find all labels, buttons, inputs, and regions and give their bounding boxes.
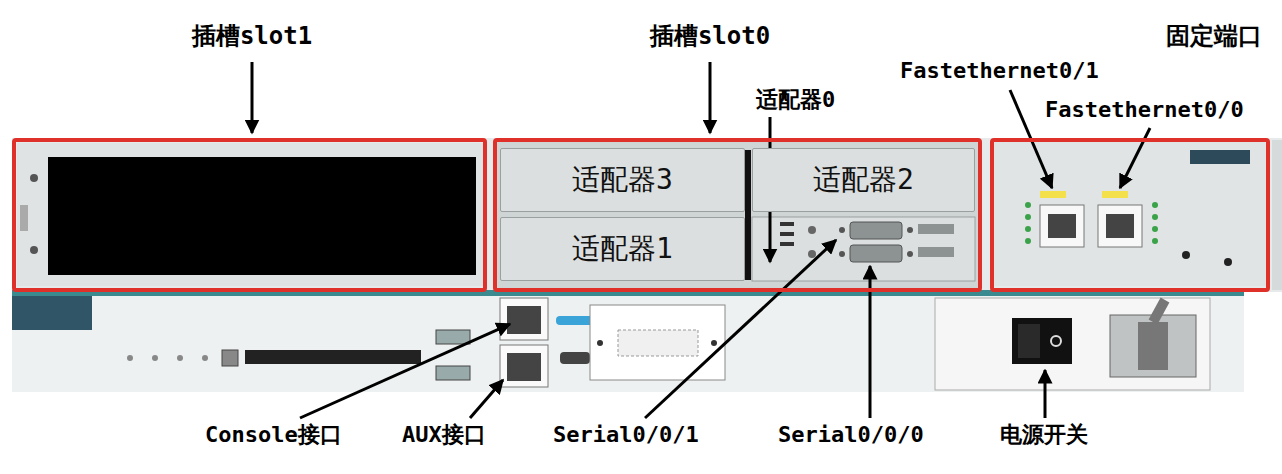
chassis-lower [245,350,421,364]
adapter-module: 适配器3 [500,148,745,212]
chassis-lower [1012,318,1072,364]
fixed-ethernet-ports [1152,238,1158,244]
chassis-lower [12,296,92,330]
chassis-lower [127,355,133,361]
leader-arrow [709,62,712,133]
port-label: Serial0/0/1 [553,421,699,449]
red-outline [990,138,1270,292]
fixed-ethernet-ports [1152,214,1158,220]
adapter0-serial-card [907,227,913,233]
chassis-lower [1110,315,1196,377]
slot1-panel [30,246,38,254]
fixed-ethernet-ports [1025,238,1031,244]
fixed-ethernet-ports [1040,191,1066,198]
leader-arrow [252,62,1150,418]
fixed-ethernet-ports [1190,150,1250,164]
adapter0-serial-card [752,217,975,281]
adapter-module: 适配器1 [500,217,745,281]
slot-heading: 固定端口 [1166,20,1262,52]
chassis-lower [177,355,183,361]
adapter0-serial-card [808,226,816,234]
adapter0-serial-card [850,245,902,262]
fixed-ethernet-ports [1098,205,1142,247]
adapter0-serial-card [918,224,954,234]
adapter0-serial-card [497,142,978,288]
adapter0-serial-card [918,247,954,257]
chassis-lower [500,345,548,387]
port-label: Console接口 [205,421,342,449]
chassis-lower [507,306,541,334]
chassis-lower [1051,336,1061,346]
fixed-ethernet-ports [1040,205,1084,247]
adapter0-serial-card [780,232,794,236]
slot1-panel [30,174,38,182]
chassis-lower [202,355,208,361]
chassis-lower [436,366,470,380]
chassis-lower [222,350,238,366]
port-label: Fastethernet0/1 [900,57,1099,85]
chassis-lower [560,352,590,364]
red-outline [12,138,487,292]
adapter0-serial-card [497,142,978,288]
adapter-module: 适配器2 [752,148,975,212]
chassis-lower [152,355,158,361]
leader-arrow [1044,370,1047,418]
leader-arrow [300,324,510,418]
adapter0-serial-card [780,222,794,226]
chassis-lower [500,298,548,340]
chassis-lower [590,305,725,380]
fixed-ethernet-ports [1025,202,1031,208]
adapter-label: 适配器1 [572,230,673,268]
adapter-label: 适配器3 [572,161,673,199]
leader-arrow [1120,128,1150,188]
fixed-ethernet-ports [1152,202,1158,208]
slot1-panel [17,143,483,286]
adapter-label: 适配器2 [813,161,914,199]
fixed-ethernet-ports [1182,251,1190,259]
fixed-ethernet-ports [1152,226,1158,232]
fixed-ethernet-ports [1102,191,1128,198]
slot-heading: 插槽slot0 [650,20,770,52]
chassis-lower [618,330,698,356]
chassis-upper [12,138,1282,292]
fixed-ethernet-ports [1224,258,1232,266]
port-label: Fastethernet0/0 [1045,96,1244,124]
slot-frame: 插槽slot1 [12,20,487,292]
fixed-ethernet-ports [994,142,1266,286]
adapter0-serial-card [839,227,845,233]
callout-label: 适配器0 [756,86,835,114]
adapter0-serial-card [780,242,794,246]
chassis-lower [507,353,541,381]
chassis-lower [1153,300,1165,322]
part-label: 电源开关 [1000,421,1088,449]
chassis-lower [1018,324,1040,358]
fixed-ethernet-ports [1025,214,1031,220]
chassis-lower [1138,322,1168,370]
fixed-ethernet-ports [1048,214,1076,238]
fixed-ethernet-ports [1025,226,1031,232]
chassis-upper [1272,140,1282,290]
chassis-lower [12,290,1244,392]
slot-heading: 插槽slot1 [192,20,312,52]
adapter0-serial-card [808,250,816,258]
slot1-panel [17,143,483,286]
chassis-lower [436,330,470,344]
chassis-lower [935,298,1210,390]
slot1-panel [20,205,28,231]
port-label: Serial0/0/0 [778,421,924,449]
chassis-lower [597,340,603,346]
chassis-lower [711,340,717,346]
leader-arrow [470,380,503,418]
chassis-lower [12,292,1244,392]
adapter0-serial-card [745,150,751,280]
fixed-ethernet-ports [1106,214,1134,238]
chassis-upper [12,138,1282,292]
adapter0-serial-card [839,251,845,257]
adapter0-serial-card [850,222,902,239]
port-label: AUX接口 [402,421,486,449]
slot1-panel [48,157,476,275]
adapter0-serial-card [907,251,913,257]
leader-arrow [251,62,254,133]
fixed-ethernet-ports [994,142,1266,286]
